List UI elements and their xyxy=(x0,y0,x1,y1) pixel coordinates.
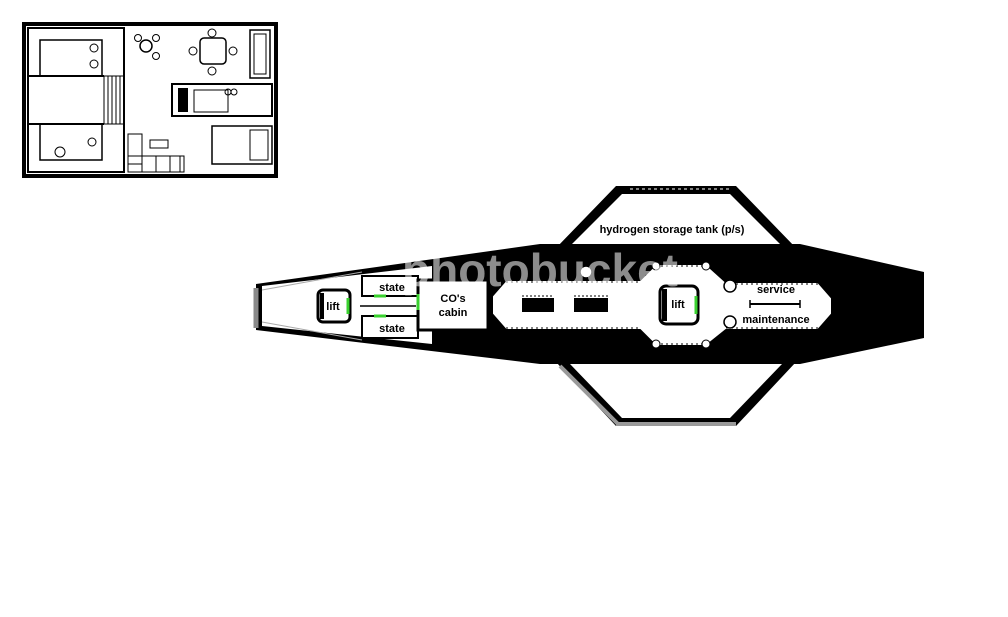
lift-fore-label: lift xyxy=(326,301,340,313)
co-cabin-label-1: CO's xyxy=(440,293,465,305)
co-cabin-label-2: cabin xyxy=(439,307,468,319)
lift-fore: lift xyxy=(316,288,352,324)
service-maintenance-area: service maintenance xyxy=(742,284,809,326)
round-table-icon xyxy=(134,34,160,60)
lift-mid-label: lift xyxy=(671,299,685,311)
cabin-floorplan-inset xyxy=(22,22,278,178)
maintenance-label: maintenance xyxy=(742,314,809,326)
hydrogen-tank-upper xyxy=(556,186,796,248)
service-label: service xyxy=(757,284,795,296)
stateroom-upper: state xyxy=(361,275,419,298)
lift-mid: lift xyxy=(658,284,700,326)
stateroom-upper-label: state xyxy=(379,282,405,294)
ship-deck: lift state state CO's cabin xyxy=(253,186,924,426)
watermark-text: photobucket xyxy=(402,244,678,296)
stateroom-lower: state xyxy=(361,314,419,339)
stateroom-lower-label: state xyxy=(379,323,405,335)
equipment-block-1 xyxy=(522,295,554,312)
dining-table-icon xyxy=(188,28,238,76)
hydrogen-tank-label: hydrogen storage tank (p/s) xyxy=(600,224,745,236)
equipment-block-2 xyxy=(574,295,608,312)
hydrogen-tank-lower xyxy=(556,362,796,426)
porthole-icons xyxy=(579,261,737,349)
co-cabin: CO's cabin xyxy=(416,278,490,332)
stair-icon xyxy=(103,75,125,125)
